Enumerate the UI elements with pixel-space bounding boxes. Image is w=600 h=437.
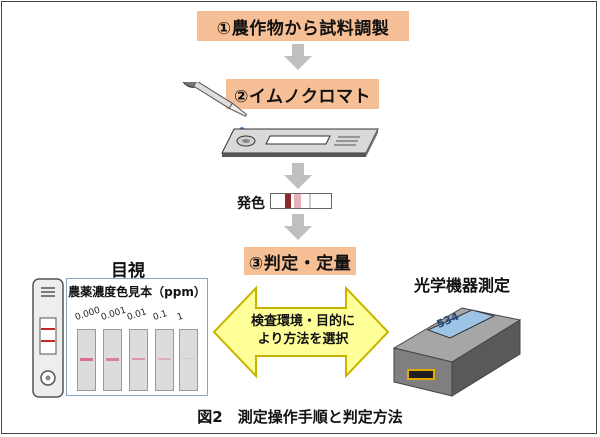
concentration-label: 1 (175, 311, 185, 323)
visual-title: 目視 (111, 261, 145, 281)
test-cassette-icon (221, 128, 379, 157)
concentration-label: 0.001 (99, 305, 128, 323)
selection-text: 検査環境・目的に より方法を選択 (238, 313, 368, 349)
step3-label: ③判定・定量 (248, 253, 352, 274)
color-development-label: 発色 (237, 196, 265, 212)
step2-label: ②イムノクロマト (233, 86, 372, 107)
color-swatch-strip (103, 329, 122, 391)
step2-box: ②イムノクロマト (226, 79, 379, 109)
down-arrow-3 (284, 214, 312, 240)
figure-caption: 図2 測定操作手順と判定方法 (197, 408, 403, 426)
color-swatch-strip (129, 329, 148, 391)
step1-box: ①農作物から試料調製 (197, 11, 409, 41)
developed-strip-icon (270, 193, 332, 209)
double-arrow-shape (212, 285, 390, 379)
selection-text-line1: 検査環境・目的に (250, 314, 355, 329)
selection-text-line2: より方法を選択 (257, 332, 349, 347)
step3-box: ③判定・定量 (244, 247, 356, 275)
down-arrow-2 (284, 163, 312, 189)
swatch-title: 農薬濃度色見本（ppm） (68, 285, 206, 299)
concentration-label: 0.000 (73, 305, 102, 323)
color-swatch-strip (155, 329, 174, 391)
concentration-label: 0.01 (125, 307, 149, 323)
optical-reader-icon (392, 307, 522, 397)
concentration-label: 0.1 (151, 309, 169, 323)
down-arrow-1 (284, 44, 312, 70)
color-swatch-panel: 農薬濃度色見本（ppm） 0.000 0.001 0.01 0.1 1 (66, 278, 208, 396)
color-swatch-strip (179, 329, 198, 391)
step1-label: ①農作物から試料調製 (216, 18, 390, 39)
instrument-title: 光学機器測定 (414, 276, 511, 295)
color-swatch-strip (77, 329, 96, 391)
test-device-icon (32, 278, 64, 398)
